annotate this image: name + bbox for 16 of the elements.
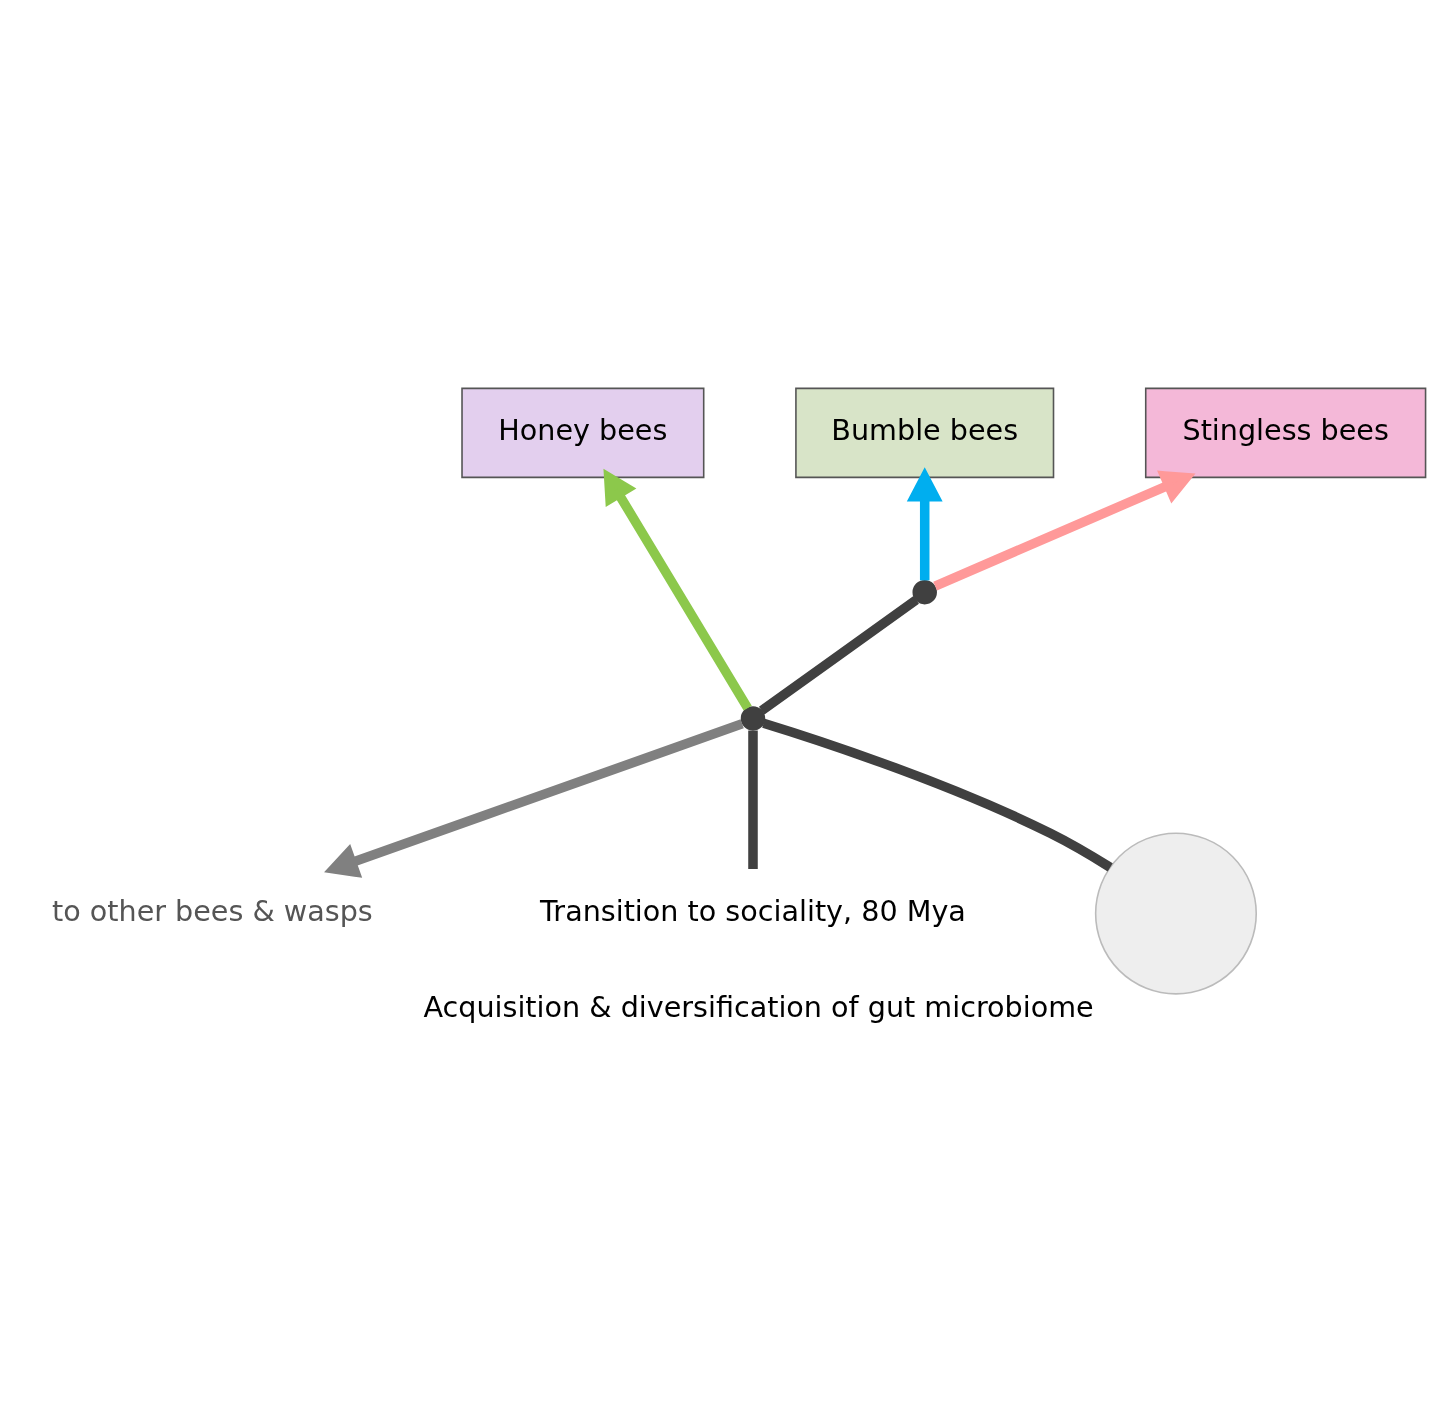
node-box: Bumble bees [795, 387, 1055, 479]
node-box: Stingless bees [1144, 387, 1427, 479]
arrow [603, 468, 752, 711]
connector [758, 596, 919, 715]
node-point [912, 579, 937, 605]
arrow [906, 467, 943, 581]
node-circle [1094, 832, 1258, 995]
node-label: Acquisition & diversification of gut microbiome [423, 989, 1094, 1024]
arrow [324, 719, 744, 878]
node-point [740, 706, 766, 731]
node-text: to other bees & wasps [51, 893, 373, 928]
arrow [933, 470, 1196, 591]
connector [748, 730, 758, 869]
connector [762, 718, 1113, 872]
node-text: Transition to sociality, 80 Mya [540, 893, 966, 928]
node-box: Honey bees [461, 387, 705, 479]
